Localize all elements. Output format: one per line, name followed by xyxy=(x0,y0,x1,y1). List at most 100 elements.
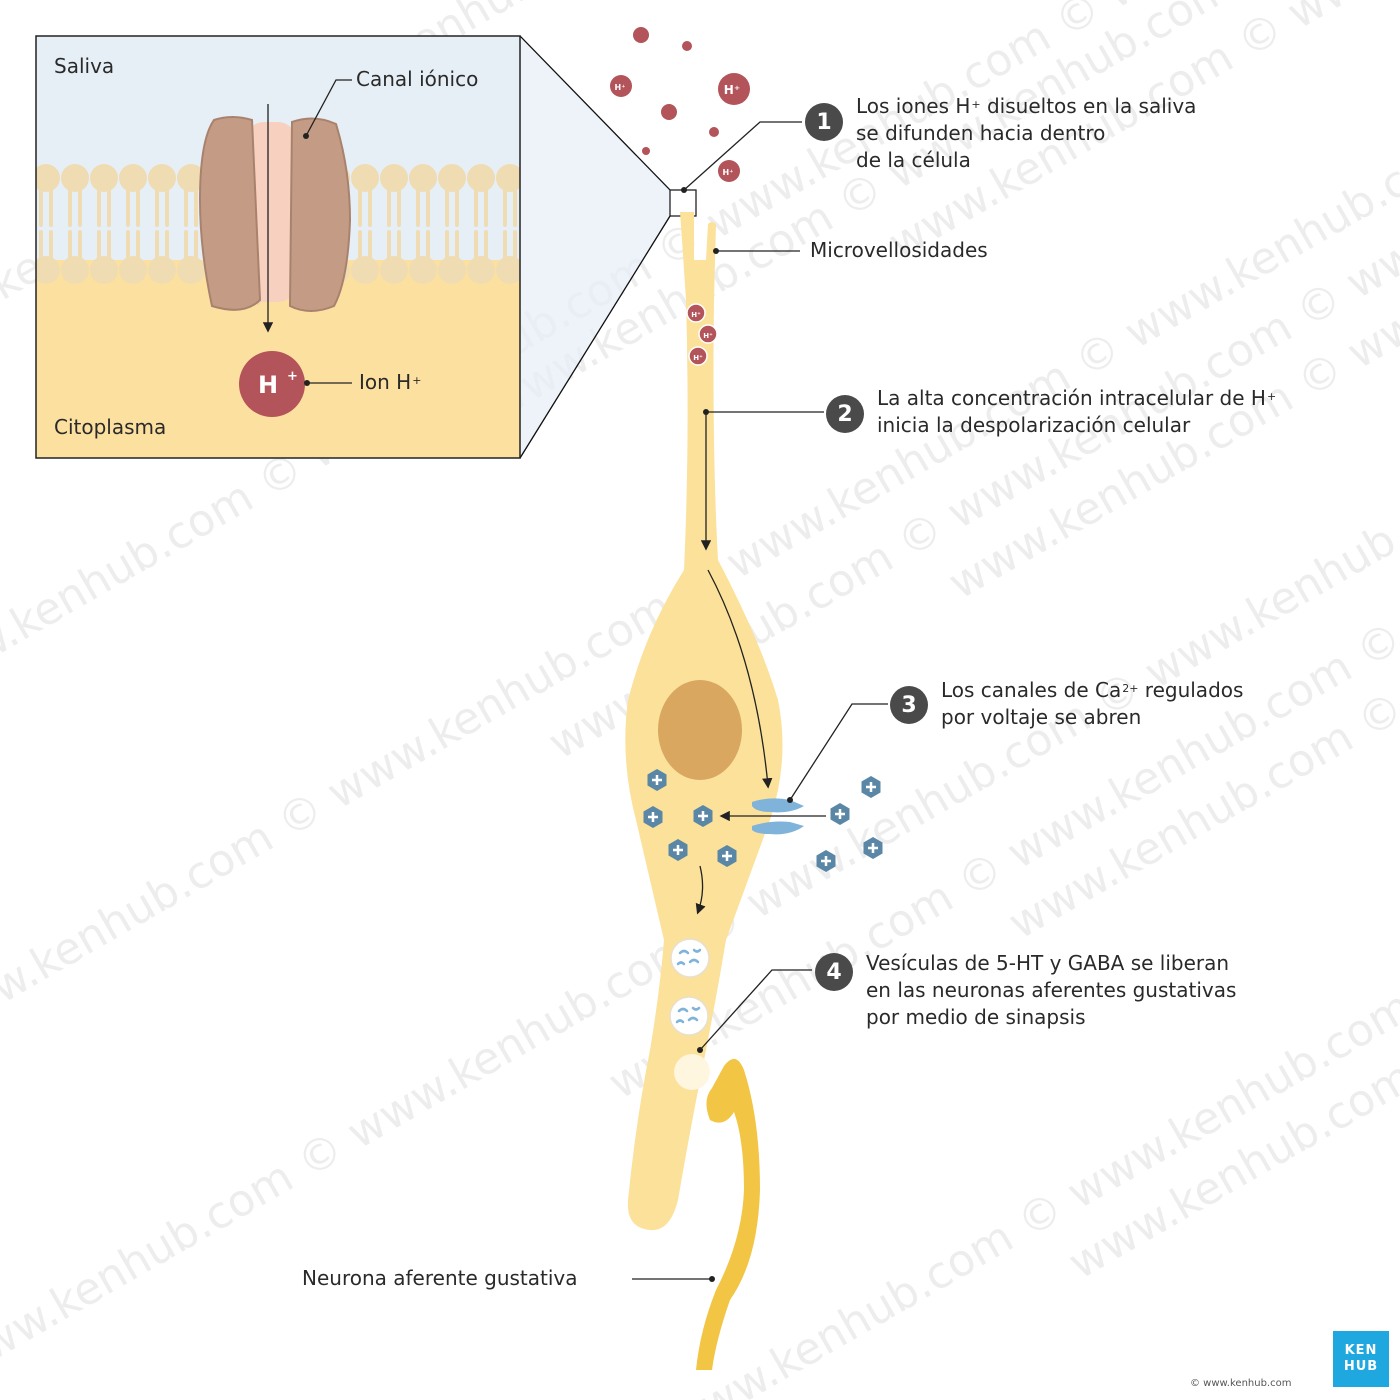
hydrogen-ion-icon xyxy=(661,104,677,120)
step-1-line-1b: disueltos en la saliva xyxy=(980,94,1197,118)
step-2-badge: 2 xyxy=(826,395,864,433)
hydrogen-ion-icon: H⁺ xyxy=(610,75,632,97)
phospholipid-head xyxy=(496,164,520,192)
step-1-line-1: Los iones H+ disueltos en la saliva xyxy=(856,94,1197,118)
calcium-ion-icon xyxy=(863,837,883,859)
svg-text:H⁺: H⁺ xyxy=(703,332,713,340)
calcium-ions xyxy=(643,769,883,872)
calcium-ion-icon xyxy=(861,776,881,798)
step-4-line-2: en las neuronas aferentes gustativas xyxy=(866,978,1237,1002)
phospholipid-head xyxy=(177,256,205,284)
step-2-line-2: inicia la despolarización celular xyxy=(877,413,1191,437)
phospholipid-head xyxy=(409,256,437,284)
hydrogen-ion-icon: H⁺ xyxy=(718,160,740,182)
calcium-ion-icon xyxy=(816,850,836,872)
step-3-text: Los canales de Ca2+ regulados por voltaj… xyxy=(941,677,1243,731)
afferent-neuron xyxy=(696,1058,760,1370)
calcium-ion-icon xyxy=(830,803,850,825)
step-3-badge: 3 xyxy=(890,686,928,724)
step-3-line-1: Los canales de Ca2+ regulados xyxy=(941,677,1243,704)
hydrogen-ion-icon xyxy=(633,27,649,43)
logo-top-text: KEN xyxy=(1344,1343,1378,1358)
svg-text:H⁺: H⁺ xyxy=(615,83,626,92)
leader-lines xyxy=(632,121,888,1280)
hydrogen-ion-icon: H⁺ xyxy=(718,73,750,105)
calcium-ion-icon xyxy=(647,769,667,791)
phospholipid-head xyxy=(148,256,176,284)
svg-text:H⁺: H⁺ xyxy=(724,83,740,97)
phospholipid-head xyxy=(148,164,176,192)
step-3-line-1a: Los canales de Ca xyxy=(941,678,1122,702)
step-2-line-1: La alta concentración intracelular de H+ xyxy=(877,386,1277,410)
step-2-line-1a: La alta concentración intracelular de H xyxy=(877,386,1266,410)
phospholipid-head xyxy=(119,256,147,284)
signal-arrows xyxy=(695,410,826,915)
phospholipid-head xyxy=(36,256,60,284)
hydrogen-ion-icon xyxy=(682,41,692,51)
phospholipid-head xyxy=(61,256,89,284)
intracellular-ions: H⁺ H⁺ H⁺ xyxy=(686,303,718,366)
nucleus xyxy=(658,680,742,780)
phospholipid-head xyxy=(177,164,205,192)
step-4-line-1: Vesículas de 5-HT y GABA se liberan xyxy=(866,951,1230,975)
step-4-badge: 4 xyxy=(815,953,853,991)
ion-label: Ion H+ xyxy=(359,370,422,394)
step-4-text: Vesículas de 5-HT y GABA se liberan en l… xyxy=(866,950,1236,1031)
svg-text:+: + xyxy=(287,369,298,384)
phospholipid-head xyxy=(438,256,466,284)
taste-cell xyxy=(625,212,783,1231)
svg-text:H⁺: H⁺ xyxy=(691,311,701,319)
phospholipid-head xyxy=(119,164,147,192)
logo-bottom-text: HUB xyxy=(1343,1359,1379,1374)
leader-dots xyxy=(681,187,793,1282)
vesicle-icon xyxy=(669,996,709,1036)
saliva-ions: H⁺ H⁺ H⁺ xyxy=(610,27,750,182)
phospholipid-head xyxy=(380,256,408,284)
svg-text:H⁺: H⁺ xyxy=(723,168,734,177)
copyright-text: © www.kenhub.com xyxy=(1190,1378,1292,1389)
hydrogen-ion-icon: H⁺ xyxy=(686,303,706,323)
phospholipid-head xyxy=(61,164,89,192)
step-1-text: Los iones H+ disueltos en la saliva se d… xyxy=(856,93,1196,174)
calcium-ion-icon xyxy=(693,805,713,827)
phospholipid-head xyxy=(351,256,379,284)
phospholipid-head xyxy=(380,164,408,192)
phospholipid-head xyxy=(351,164,379,192)
phospholipid-head xyxy=(467,256,495,284)
ion-channel-icon xyxy=(198,116,352,312)
saliva-label: Saliva xyxy=(54,54,115,78)
phospholipid-head xyxy=(90,256,118,284)
zoom-lines xyxy=(519,35,671,459)
ion-symbol-text: H xyxy=(258,371,278,399)
step-1-line-2: se difunden hacia dentro xyxy=(856,121,1106,145)
microvilli-label: Microvellosidades xyxy=(810,238,988,262)
calcium-ion-icon xyxy=(643,806,663,828)
svg-text:H⁺: H⁺ xyxy=(693,354,703,362)
vesicle-icon xyxy=(670,938,710,978)
step-1-line-3: de la célula xyxy=(856,148,971,172)
phospholipid-head xyxy=(409,164,437,192)
step-3-superscript: 2+ xyxy=(1122,682,1139,695)
step-3-line-2: por voltaje se abren xyxy=(941,705,1142,729)
phospholipid-head xyxy=(438,164,466,192)
hydrogen-ion-icon: H⁺ xyxy=(698,324,718,344)
hydrogen-ion-icon: H⁺ xyxy=(688,346,708,366)
phospholipid-head xyxy=(496,256,520,284)
phospholipid-head xyxy=(90,164,118,192)
step-3-line-1b: regulados xyxy=(1138,678,1244,702)
calcium-ion-icon xyxy=(717,845,737,867)
hydrogen-ion-icon: H + xyxy=(239,351,305,417)
hydrogen-ion-icon xyxy=(709,127,719,137)
phospholipid-head xyxy=(467,164,495,192)
step-2-text: La alta concentración intracelular de H+… xyxy=(877,385,1276,439)
calcium-ion-icon xyxy=(668,839,688,861)
step-1-line-1a: Los iones H xyxy=(856,94,971,118)
hydrogen-ion-icon xyxy=(642,147,650,155)
cytoplasm-label: Citoplasma xyxy=(54,415,167,439)
membrane-inset: H + xyxy=(35,35,521,459)
afferent-neuron-label: Neurona aferente gustativa xyxy=(302,1266,578,1290)
vesicles xyxy=(669,938,710,1036)
phospholipid-head xyxy=(36,164,60,192)
kenhub-logo[interactable]: KEN HUB xyxy=(1333,1331,1389,1387)
